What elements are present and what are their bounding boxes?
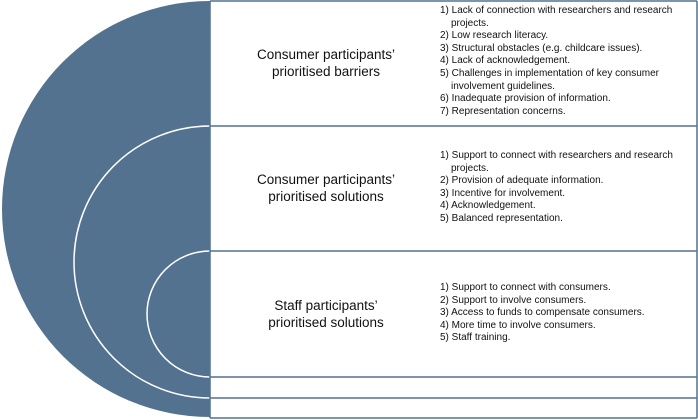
list-item: 4) Lack of acknowledgement. xyxy=(440,55,571,67)
list-item: 2) Support to involve consumers. xyxy=(440,294,587,306)
title-line: Consumer participants’ xyxy=(256,47,396,62)
list-item: 5) Staff training. xyxy=(440,332,511,344)
title-line: Consumer participants’ xyxy=(256,172,396,187)
title-line: Staff participants’ xyxy=(274,298,378,313)
middle-semicircle-outline xyxy=(73,125,211,399)
staff-solutions-list: 1) Support to connect with consumers. 2)… xyxy=(440,282,696,345)
title-line: prioritised solutions xyxy=(268,189,384,204)
list-item: 1) Lack of connection with researchers a… xyxy=(440,5,673,29)
list-item: 2) Provision of adequate information. xyxy=(440,175,604,187)
title-line: prioritised solutions xyxy=(268,315,384,330)
list-item: 1) Support to connect with researchers a… xyxy=(440,150,673,174)
outer-semicircle xyxy=(2,1,210,417)
list-item: 6) Inadequate provision of information. xyxy=(440,93,611,105)
list-item: 3) Access to funds to compensate consume… xyxy=(440,307,645,319)
list-item: 3) Incentive for involvement. xyxy=(440,187,566,199)
section-title-consumer-solutions: Consumer participants’ prioritised solut… xyxy=(212,171,440,205)
list-item: 5) Balanced representation. xyxy=(440,212,563,224)
consumer-solutions-list: 1) Support to connect with researchers a… xyxy=(440,150,696,226)
inner-semicircle-outline xyxy=(146,250,211,378)
title-line: prioritised barriers xyxy=(271,64,381,79)
section-title-consumer-barriers: Consumer participants’ prioritised barri… xyxy=(212,46,440,80)
list-item: 4) More time to involve consumers. xyxy=(440,319,596,331)
section-title-staff-solutions: Staff participants’ prioritised solution… xyxy=(212,297,440,331)
list-item: 2) Low research literacy. xyxy=(440,30,549,42)
list-item: 5) Challenges in implementation of key c… xyxy=(440,67,659,92)
list-item: 4) Acknowledgement. xyxy=(440,200,536,212)
list-item: 7) Representation concerns. xyxy=(440,105,566,117)
list-item: 1) Support to connect with consumers. xyxy=(440,282,611,293)
consumer-barriers-list: 1) Lack of connection with researchers a… xyxy=(440,5,696,118)
list-item: 3) Structural obstacles (e.g. childcare … xyxy=(440,42,643,54)
